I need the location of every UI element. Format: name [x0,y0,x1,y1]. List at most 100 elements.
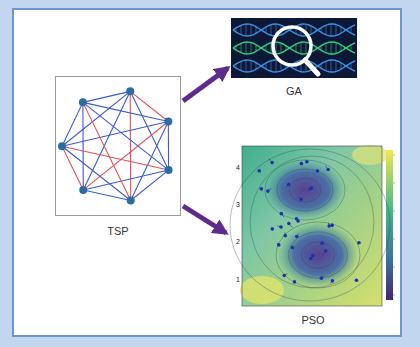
dna-rung [351,27,352,33]
graph-edge [83,102,169,170]
dna-rung [251,61,252,72]
dna-rung [346,29,347,30]
dna-rung [241,61,242,70]
particle [287,222,291,226]
particle [291,246,295,250]
particle [283,234,287,238]
dna-rung [251,25,252,36]
particle [282,274,286,278]
particle [271,227,275,231]
ga-image-box: GA [231,18,357,78]
flow-arrow [183,206,226,233]
particle [277,243,281,247]
graph-vertex [79,98,87,106]
dna-rung [246,24,247,36]
contour-plot [230,145,395,306]
pso-image-box: PSO [229,143,397,308]
graph-edge [83,102,131,200]
graph-edge [168,121,169,170]
colorbar-tick [393,211,395,212]
graph-vertex [164,117,172,125]
image-caption: GA [286,85,302,97]
tsp-box: TSP [55,76,181,216]
colorbar-tick [393,239,395,240]
contour-line [276,222,360,288]
image-caption: TSP [107,225,128,237]
dna-rung [321,46,322,50]
graph-vertex [127,197,135,205]
dna-rung [336,43,337,54]
image-caption: PSO [301,314,324,326]
dna-rung [341,27,342,33]
dna-rung [306,42,307,54]
particle [287,183,291,187]
particle [300,162,304,166]
dna-rung [286,46,287,51]
dna-rung [341,63,342,69]
graph-edge [82,102,83,190]
particle [305,160,309,164]
graph-edge [62,146,131,200]
graph-vertex [79,186,87,194]
contour-line [265,160,345,220]
contour-line [277,169,333,211]
particle [320,241,324,245]
particle [309,186,313,190]
axis-tick-label: 2 [236,238,240,245]
contour-line [230,149,390,301]
dna-rung [321,28,322,32]
dna-rung [276,60,277,72]
dna-rung [346,47,347,48]
dna-rung [256,45,257,52]
graph-edge [130,91,132,200]
dna-rung [281,43,282,53]
dna-rung [336,61,337,72]
graph-edge [62,121,168,146]
dna-rung [256,63,257,70]
dna-rung [291,47,292,49]
graph-edge [62,146,83,190]
particle [355,278,359,282]
colorbar-tick [393,183,395,184]
dna-rung [311,26,312,34]
graph-edge [62,146,169,170]
graph-vertex [126,87,134,95]
magnifier-handle [305,60,318,74]
dna-rung [351,45,352,51]
contour-line [289,232,348,278]
dna-rung [236,28,237,32]
particle [259,187,263,191]
graph-edge [83,91,130,190]
graph-edge [62,102,83,146]
dna-rung [266,27,267,33]
tsp-graph [58,87,173,204]
particle [320,276,324,280]
dna-strand [233,42,355,54]
dna-rung [236,46,237,50]
dna-rung [271,25,272,36]
particle [266,189,270,193]
flow-arrow [183,68,228,101]
particle [327,224,331,228]
dna-rung [291,29,292,31]
particle [311,254,315,258]
dna-rung [331,60,332,72]
dna-rung [346,65,347,66]
colorbar-tick [393,267,395,268]
dna-rung [251,43,252,54]
particle [330,224,334,228]
dna-rung [256,27,257,34]
dna-rung [321,64,322,68]
graph-edge [83,91,130,102]
dna-rung [326,43,327,52]
dna-rung [266,45,267,51]
particle [296,219,300,223]
dna-rung [241,43,242,52]
dna-rung [246,42,247,54]
dna-rung [261,29,262,30]
axis-tick-label: 1 [236,276,240,283]
contour-line [250,156,374,288]
particle [279,225,283,229]
dna-strand [233,42,355,54]
